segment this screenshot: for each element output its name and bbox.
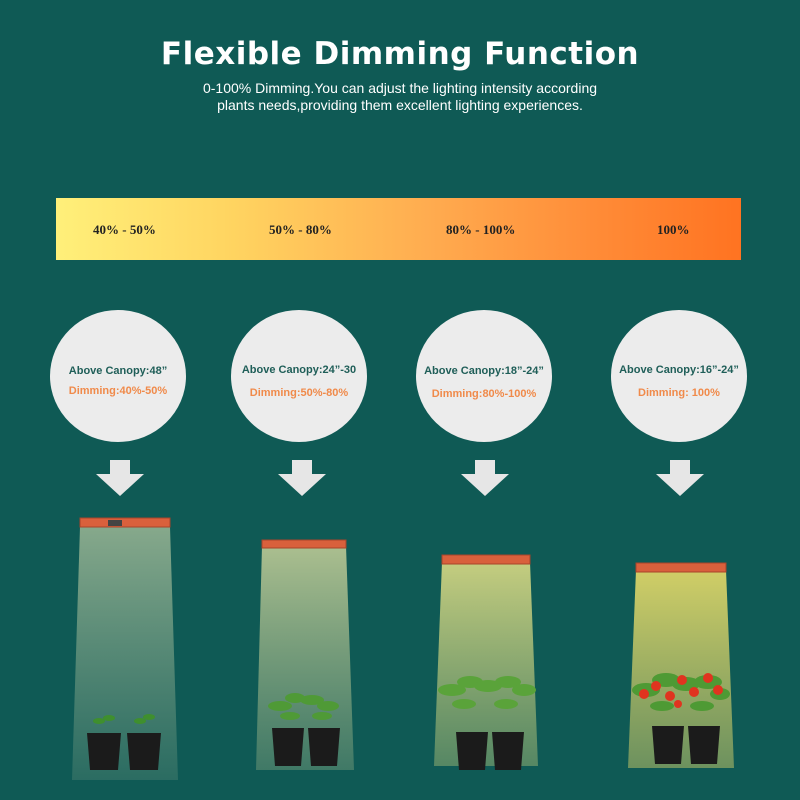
plant-icon (268, 693, 339, 720)
arrow-down-icon (656, 460, 704, 496)
bar-label-1: 40% - 50% (93, 222, 156, 237)
plant-pot-icon (272, 728, 340, 766)
light-beam (434, 562, 538, 766)
grow-scene-4 (628, 562, 734, 768)
canopy-distance-label: Above Canopy:16”-24” (619, 364, 739, 376)
intensity-gradient-bar: 40% - 50% 50% - 80% 80% - 100% 100% (56, 198, 741, 260)
subtitle-line-1: 0-100% Dimming.You can adjust the lighti… (202, 80, 598, 96)
bar-label-2: 50% - 80% (269, 222, 332, 237)
dimming-range-label: Dimming:40%-50% (68, 385, 168, 397)
page-subtitle: 0-100% Dimming.You can adjust the lighti… (150, 80, 650, 114)
arrow-down-icon (278, 460, 326, 496)
level-card-3: Above Canopy:18”-24” Dimming:80%-100% (416, 310, 552, 442)
plant-pot-icon (87, 733, 161, 770)
canopy-distance-label: Above Canopy:24”-30 (241, 364, 357, 376)
bar-label-3: 80% - 100% (446, 222, 516, 237)
arrow-down-icon (461, 460, 509, 496)
grow-light-icon (635, 562, 727, 573)
page-title: Flexible Dimming Function (160, 36, 640, 72)
arrow-down-icon (96, 460, 144, 496)
plant-icon (438, 676, 536, 709)
dimming-range-label: Dimming: 100% (638, 387, 720, 399)
grow-light-icon (79, 517, 171, 528)
grow-light-icon (441, 554, 531, 565)
subtitle-line-2: plants needs,providing them excellent li… (217, 97, 583, 113)
plant-pot-icon (652, 726, 720, 764)
grow-light-icon (261, 539, 347, 549)
level-card-1: Above Canopy:48” Dimming:40%-50% (50, 310, 186, 442)
grow-scene-1 (72, 517, 178, 780)
bar-label-4: 100% (657, 222, 690, 237)
dimming-range-label: Dimming:80%-100% (431, 388, 537, 400)
canopy-distance-label: Above Canopy:18”-24” (424, 365, 544, 377)
level-card-4: Above Canopy:16”-24” Dimming: 100% (611, 310, 747, 442)
tomato-icon (639, 673, 723, 708)
grow-scene-2 (256, 539, 354, 770)
plant-icon (93, 714, 155, 724)
light-beam (628, 570, 734, 768)
plant-pot-icon (456, 732, 524, 770)
canopy-distance-label: Above Canopy:48” (68, 365, 168, 377)
dimming-range-label: Dimming:50%-80% (249, 387, 349, 399)
level-card-2: Above Canopy:24”-30 Dimming:50%-80% (231, 310, 367, 442)
grow-scene-3 (434, 554, 538, 770)
light-driver (108, 520, 122, 526)
